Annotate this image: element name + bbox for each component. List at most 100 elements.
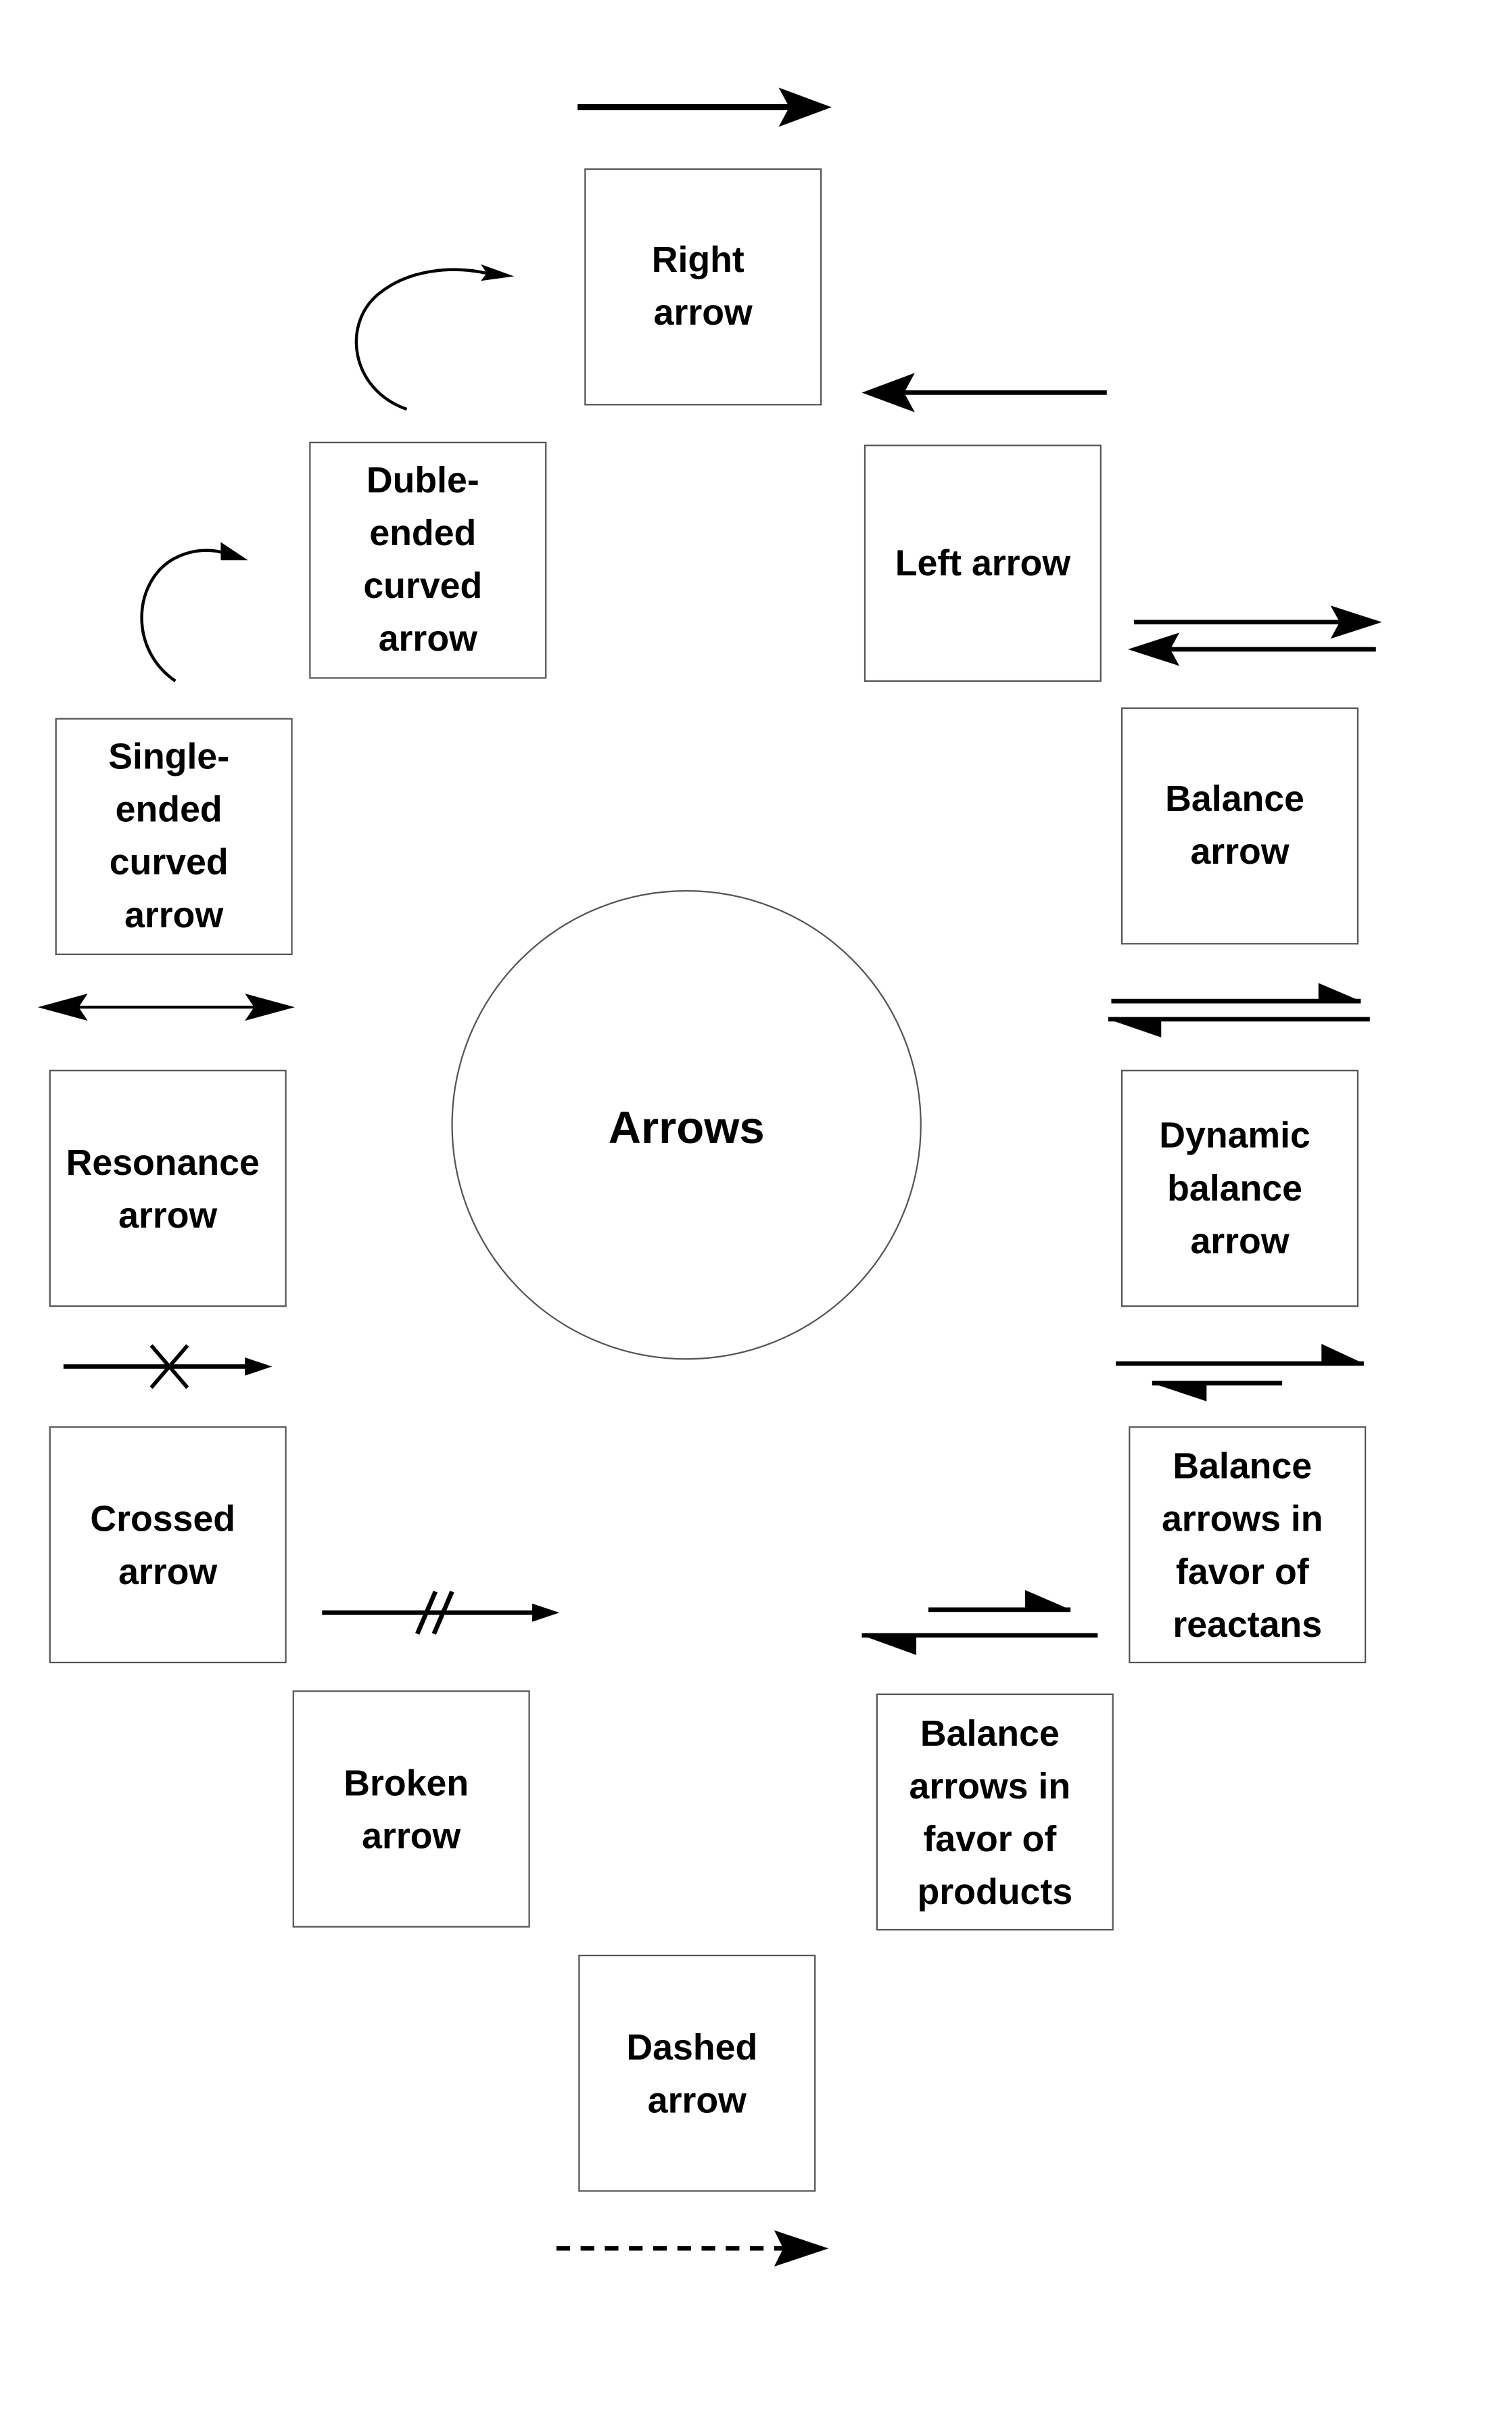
node-resonance-arrow: Resonance arrow: [37, 993, 296, 1307]
node-label: Dynamic balance arrow: [1159, 1115, 1321, 1261]
node-broken-arrow: Broken arrow: [292, 1590, 560, 1928]
label-line: ended: [369, 513, 476, 553]
label-line: Balance: [1173, 1446, 1312, 1487]
node-box: [578, 1954, 816, 2192]
double-ended-curved-arrow-icon: [354, 264, 515, 411]
arrow-head: [481, 264, 515, 281]
label-line: favor of: [1176, 1552, 1309, 1592]
node-dashed-arrow: Dashed arrow: [556, 1954, 829, 2267]
center-node: Arrows: [451, 890, 922, 1360]
reverse-head: [1128, 632, 1180, 666]
center-title: Arrows: [609, 1102, 765, 1153]
reverse-half-head: [861, 1635, 917, 1655]
label-line: curved: [110, 842, 229, 883]
node-label: Duble- ended curved arrow: [363, 460, 492, 659]
node-label: Resonance arrow: [66, 1142, 270, 1236]
right-head: [245, 993, 296, 1021]
node-label: Left arrow: [895, 543, 1071, 584]
node-balance-products-arrow: Balance arrows in favor of products: [861, 1589, 1114, 1931]
node-balance-reactants-arrow: Balance arrows in favor of reactans: [1116, 1343, 1367, 1664]
node-box: [864, 444, 1102, 682]
half-head: [220, 542, 248, 561]
dashed-arrow-head: [774, 2230, 829, 2267]
label-line: Duble-: [367, 460, 479, 501]
label-line: Right: [652, 239, 745, 280]
right-arrow-head: [778, 87, 832, 127]
node-box: [1129, 1426, 1367, 1664]
label-line: arrows in: [1162, 1499, 1323, 1539]
label-line: arrow: [379, 618, 477, 659]
node-label: Dashed arrow: [626, 2027, 767, 2120]
node-box: [1120, 1069, 1359, 1307]
curve: [140, 549, 231, 682]
node-label: Broken arrow: [344, 1763, 479, 1856]
label-line: arrow: [118, 1195, 217, 1236]
node-label: Balance arrows in favor of products: [909, 1713, 1081, 1912]
label-line: Dynamic: [1159, 1115, 1310, 1156]
arrow-head: [532, 1603, 560, 1622]
label-line: arrow: [124, 895, 223, 935]
node-box: [584, 168, 822, 406]
node-box: [1120, 707, 1359, 945]
node-double-ended-curved-arrow: Duble- ended curved arrow: [309, 264, 547, 679]
label-line: balance: [1167, 1168, 1302, 1209]
dynamic-balance-arrow-icon: [1108, 983, 1370, 1038]
label-line: Single-: [108, 736, 229, 776]
label-line: arrow: [362, 1816, 460, 1857]
forward-half-head: [1321, 1343, 1364, 1364]
left-arrow-head: [861, 373, 915, 413]
cross-mark: [149, 1344, 189, 1389]
crossed-arrow-icon: [63, 1344, 273, 1389]
reverse-half-head: [1108, 1019, 1162, 1038]
label-line: curved: [363, 565, 482, 606]
node-single-ended-curved-arrow: Single- ended curved arrow: [55, 542, 293, 956]
center-circle: [451, 890, 922, 1360]
node-label: Balance arrow: [1165, 779, 1315, 872]
node-label: Crossed arrow: [90, 1499, 245, 1592]
label-line: Dashed: [626, 2027, 757, 2068]
node-box: [49, 1426, 287, 1664]
node-box: [49, 1069, 287, 1307]
label-line: arrow: [1190, 831, 1289, 872]
forward-half-head: [1025, 1589, 1071, 1610]
broken-arrow-icon: [322, 1590, 560, 1635]
arrow-head: [245, 1357, 273, 1376]
break-mark: [415, 1590, 438, 1635]
label-line: Balance: [920, 1713, 1060, 1754]
node-label: Right arrow: [652, 239, 755, 333]
label-line: Broken: [344, 1763, 469, 1803]
label-line: Crossed: [90, 1499, 235, 1539]
node-left-arrow: Left arrow: [861, 373, 1107, 682]
label-line: arrow: [118, 1552, 217, 1592]
resonance-arrow-icon: [37, 993, 296, 1021]
node-label: Single- ended curved arrow: [108, 736, 239, 935]
label-line: products: [918, 1872, 1073, 1912]
forward-half-head: [1318, 983, 1361, 1002]
node-box: [876, 1693, 1114, 1931]
node-dynamic-balance-arrow: Dynamic balance arrow: [1108, 983, 1370, 1307]
label-line: Left arrow: [895, 543, 1071, 584]
label-line: arrow: [1190, 1221, 1289, 1261]
label-line: ended: [116, 789, 222, 830]
label-line: Resonance: [66, 1142, 260, 1183]
label-line: arrow: [654, 292, 753, 333]
reverse-half-head: [1152, 1383, 1207, 1401]
node-label: Balance arrows in favor of reactans: [1162, 1446, 1333, 1645]
node-balance-arrow: Balance arrow: [1120, 605, 1382, 945]
balance-arrow-icon: [1128, 605, 1382, 666]
node-box: [309, 442, 547, 679]
label-line: Balance: [1165, 779, 1304, 819]
label-line: arrow: [648, 2080, 747, 2120]
label-line: reactans: [1173, 1604, 1322, 1645]
node-right-arrow: Right arrow: [577, 87, 832, 406]
single-ended-curved-arrow-icon: [140, 542, 248, 682]
node-box: [292, 1690, 530, 1928]
forward-head: [1330, 605, 1382, 639]
label-line: arrows in: [909, 1766, 1071, 1807]
left-head: [37, 993, 88, 1021]
node-crossed-arrow: Crossed arrow: [49, 1344, 287, 1664]
break-mark: [431, 1590, 454, 1635]
node-box: [55, 718, 293, 956]
balance-reactants-arrow-icon: [1116, 1343, 1364, 1401]
